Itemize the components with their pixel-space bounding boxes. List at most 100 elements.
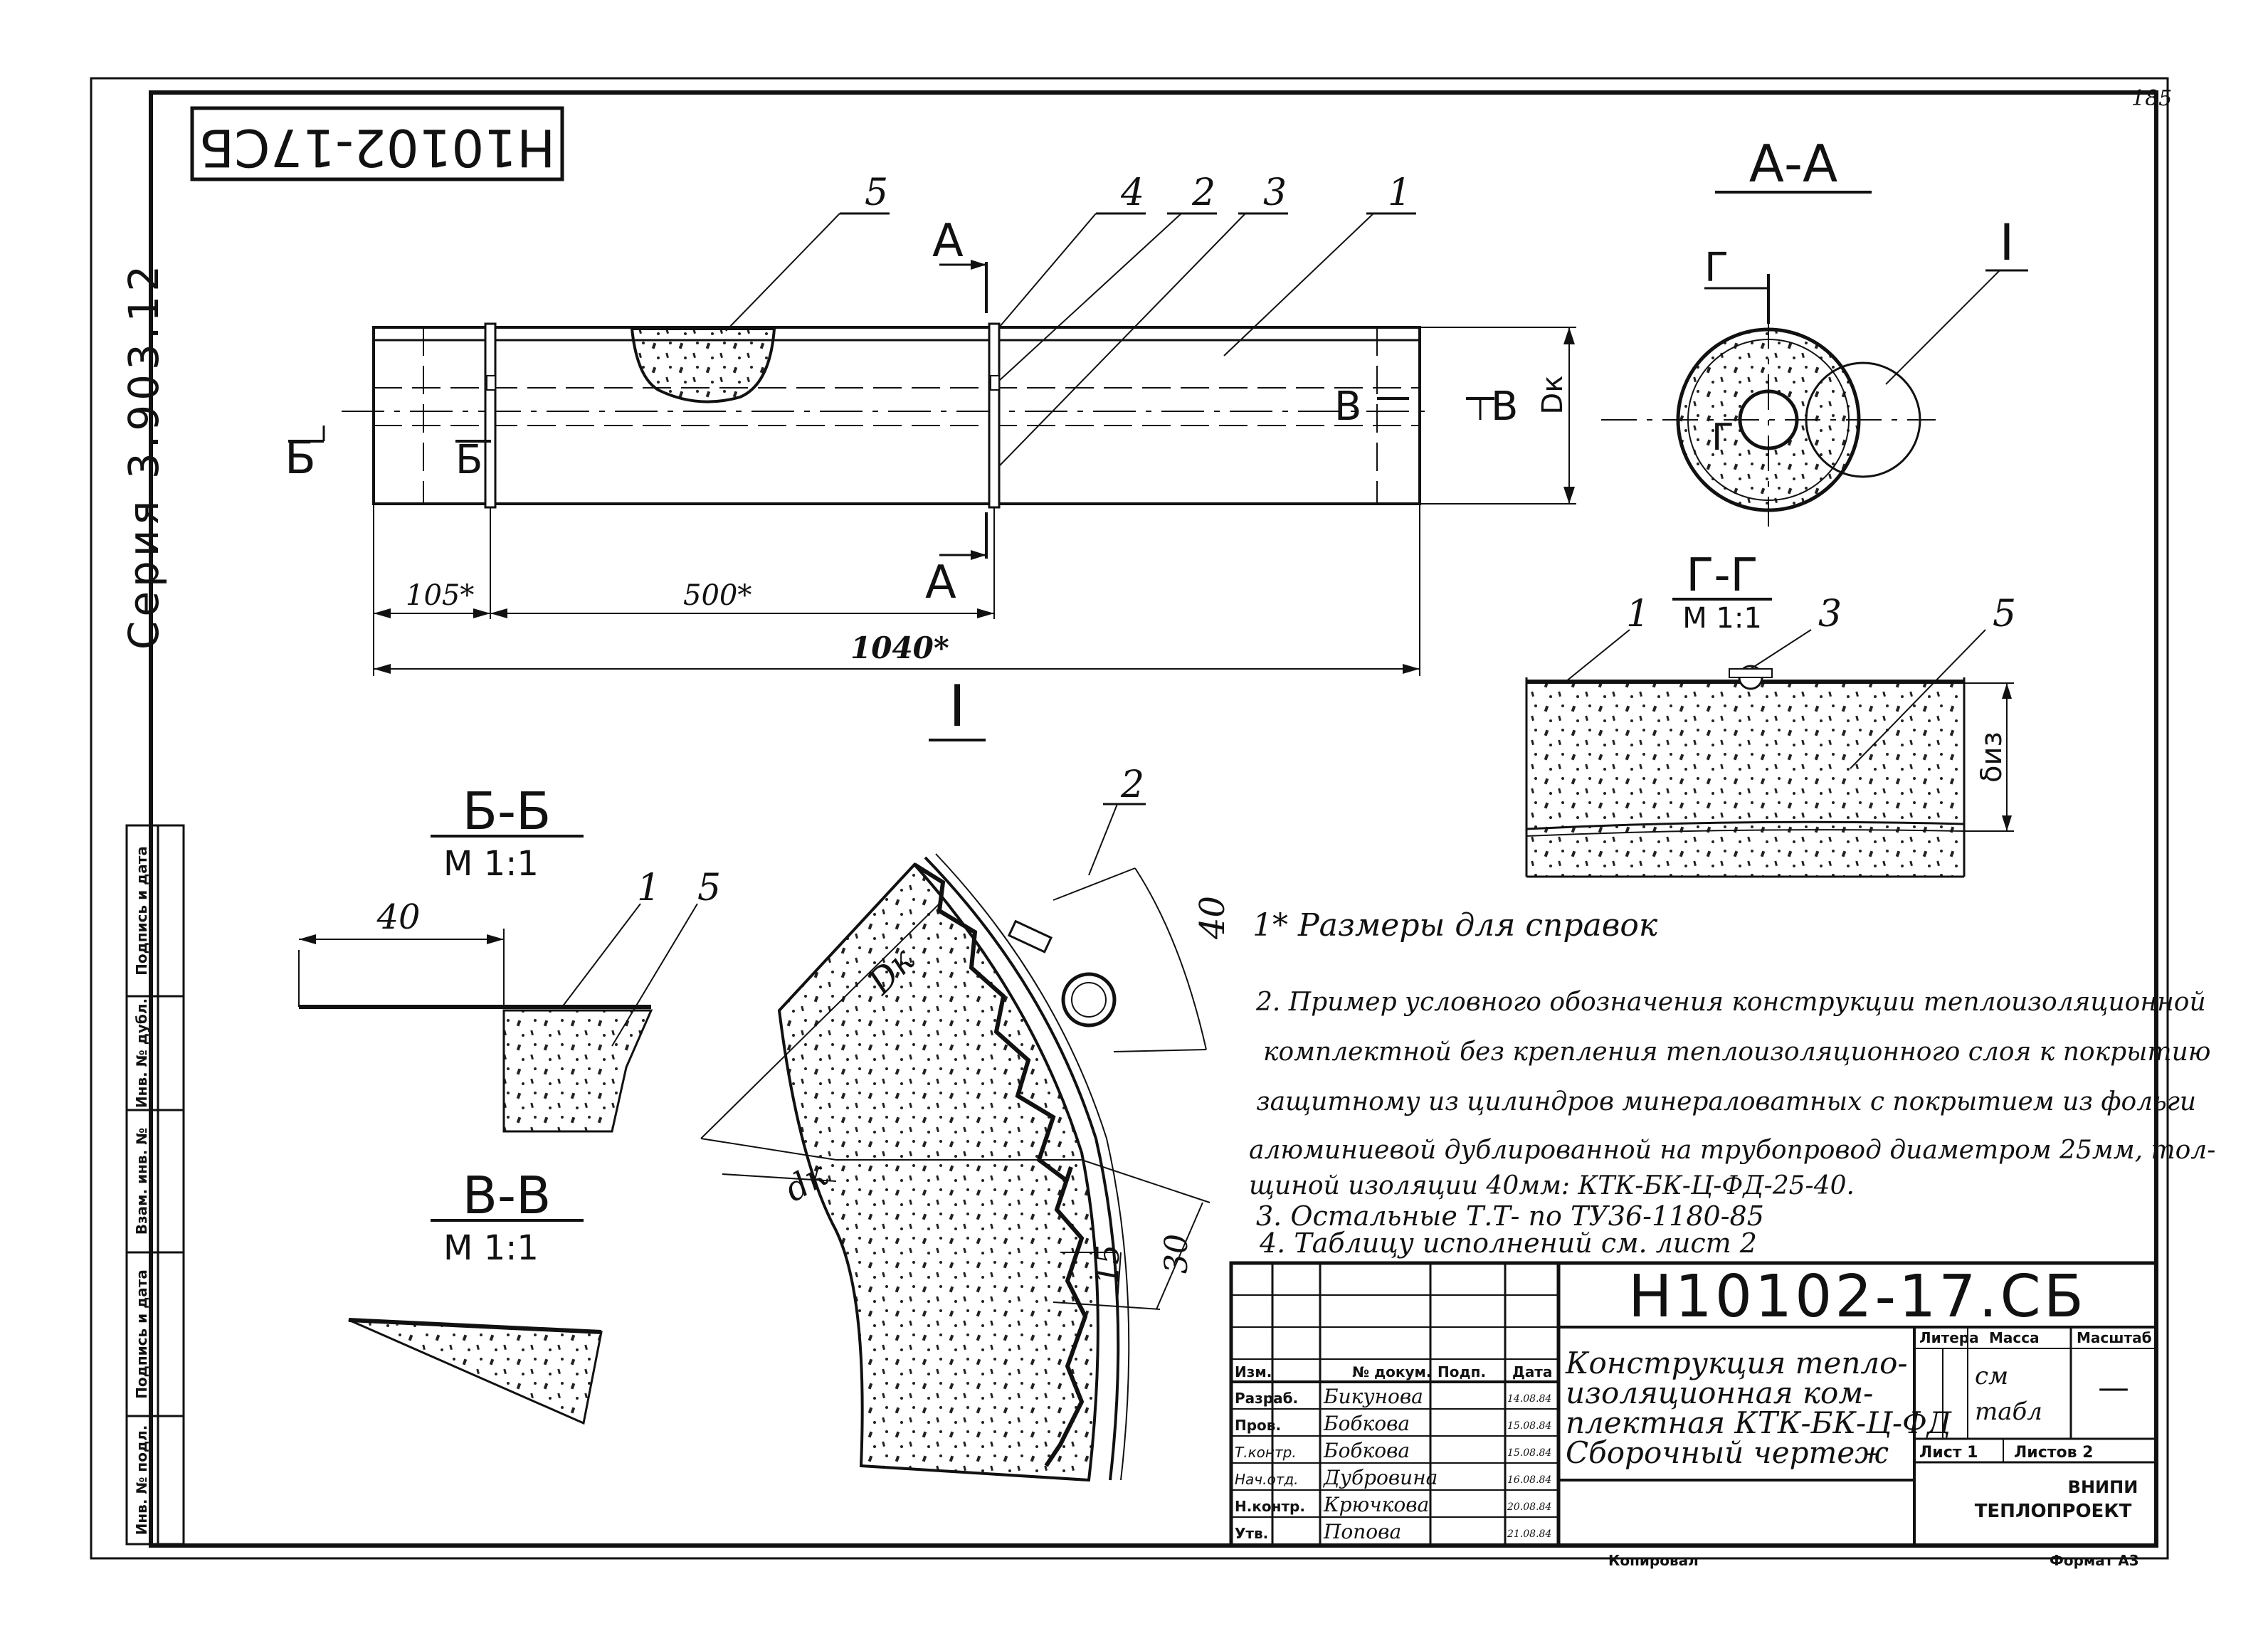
callout-4: 4 <box>1120 171 1144 214</box>
tb-role: Нач.отд. <box>1235 1471 1299 1488</box>
cut-v-left: В <box>1334 384 1361 430</box>
cut-v-right: В <box>1491 384 1518 430</box>
gg-callout-1: 1 <box>1626 593 1650 635</box>
section-bb-title: Б-Б <box>463 781 552 841</box>
cut-a-top: А <box>932 215 964 268</box>
delta-iz-label: δиз <box>1976 731 2008 783</box>
note-4: 4. Таблицу исполнений см. лист 2 <box>1259 1227 1757 1259</box>
tb-name: Попова <box>1323 1520 1401 1543</box>
doc-code-rotated: Н10102-17СБ <box>199 117 555 177</box>
gg-callout-5: 5 <box>1993 593 2016 635</box>
tb-org-l1: ВНИПИ <box>2068 1477 2138 1497</box>
inner-frame <box>149 90 2158 1548</box>
dk-label: Dк <box>1536 376 1569 415</box>
svg-text:№ докум.: № докум. <box>1352 1363 1431 1380</box>
gg-callout-3: 3 <box>1818 593 1842 635</box>
tb-name: Бобкова <box>1323 1439 1410 1462</box>
svg-text:Подп.: Подп. <box>1438 1363 1486 1380</box>
callout-2: 2 <box>1191 171 1215 214</box>
detail-callout-2: 2 <box>1120 764 1144 806</box>
section-aa-title: А-А <box>1749 134 1838 194</box>
svg-text:Изм.: Изм. <box>1235 1363 1272 1380</box>
section-gg: Г-Г М 1:1 δиз 1 3 5 <box>1525 549 2016 878</box>
doc-code-box <box>190 106 564 181</box>
svg-text:Подпись и дата: Подпись и дата <box>133 1269 150 1399</box>
detail-i: Dк dк 2 40 15 30 <box>700 764 1233 1482</box>
callout-3: 3 <box>1263 171 1287 214</box>
tb-date: 16.08.84 <box>1507 1474 1551 1486</box>
cut-g-top: Г <box>1704 245 1729 291</box>
section-bb: Б-Б М 1:1 40 1 5 <box>298 781 721 1133</box>
tb-scale: Масштаб <box>2077 1329 2152 1346</box>
cut-b-right: Б <box>455 437 482 483</box>
svg-text:Дата: Дата <box>1512 1363 1552 1380</box>
title-name-l3: плектная КТК-БК-Ц-ФД <box>1566 1405 1952 1440</box>
tb-name: Бикунова <box>1323 1385 1423 1408</box>
notes: 1* Размеры для справок 2. Пример условно… <box>1249 907 2215 1259</box>
bb-callout-1: 1 <box>637 867 660 909</box>
tb-date: 21.08.84 <box>1507 1528 1551 1540</box>
tb-date: 15.08.84 <box>1507 1420 1551 1432</box>
dim-40: 40 <box>376 897 420 937</box>
svg-text:Инв. № дубл.: Инв. № дубл. <box>133 998 150 1108</box>
tb-scale-val: — <box>2098 1370 2129 1406</box>
dim-1040: 1040* <box>850 630 949 665</box>
tb-sheet: Лист 1 <box>1919 1444 1978 1462</box>
tb-litera: Литера <box>1919 1329 1979 1346</box>
title-block-text: Н10102-17.СБ Конструкция тепло- изоляцио… <box>1235 1263 2152 1569</box>
tb-date: 15.08.84 <box>1507 1447 1551 1459</box>
section-bb-scale: М 1:1 <box>443 844 539 884</box>
tb-date: 20.08.84 <box>1507 1501 1551 1513</box>
note-2-l3: защитному из цилиндров минераловатных с … <box>1256 1087 2196 1116</box>
main-view: Dк 105* 500* 1040* I А А Б Б В В <box>285 171 1576 741</box>
note-2-l4: алюминиевой дублированной на трубопровод… <box>1249 1136 2215 1165</box>
title-name-l2: изоляционная ком- <box>1566 1375 1873 1410</box>
dim-105: 105* <box>406 579 474 612</box>
title-name-l1: Конструкция тепло- <box>1565 1346 1908 1380</box>
tb-mass-l1: см <box>1975 1362 2008 1390</box>
tb-name: Дубровина <box>1322 1466 1438 1489</box>
title-code: Н10102-17.СБ <box>1628 1263 2087 1331</box>
tb-format: Формат А3 <box>2050 1552 2139 1569</box>
cut-a-bottom: А <box>925 556 956 609</box>
tb-role: Пров. <box>1235 1417 1281 1434</box>
title-name-l4: Сборочный чертеж <box>1566 1435 1889 1470</box>
tb-mass: Масса <box>1989 1329 2040 1346</box>
tb-role: Н.контр. <box>1235 1498 1305 1515</box>
svg-text:Инв. № подл.: Инв. № подл. <box>133 1425 150 1536</box>
dim-40-arc: 40 <box>1193 896 1233 940</box>
note-3: 3. Остальные Т.Т- по ТУ36-1180-85 <box>1256 1200 1764 1232</box>
tb-role: Т.контр. <box>1235 1444 1297 1461</box>
section-aa: А-А Г Г I <box>1601 134 2028 527</box>
note-2-l1: 2. Пример условного обозначения конструк… <box>1255 988 2206 1017</box>
dim-30: 30 <box>1159 1234 1195 1274</box>
note-1: 1* Размеры для справок <box>1252 907 1658 944</box>
tb-role: Утв. <box>1235 1525 1268 1542</box>
note-2-l2: комплектной без крепления теплоизоляцион… <box>1263 1037 2210 1067</box>
tb-role: Разраб. <box>1235 1390 1298 1407</box>
title-block <box>1229 1261 2158 1548</box>
view-label-i: I <box>949 673 966 739</box>
tb-mass-l2: табл <box>1975 1398 2042 1426</box>
bb-callout-5: 5 <box>697 867 721 909</box>
svg-text:Подпись и дата: Подпись и дата <box>133 846 150 976</box>
section-vv: В-В М 1:1 <box>348 1166 603 1425</box>
outer-frame <box>90 77 2169 1560</box>
section-vv-title: В-В <box>463 1166 552 1225</box>
page-number: 185 <box>2131 86 2172 111</box>
tb-name: Бобкова <box>1323 1412 1410 1435</box>
series-label: Серия 3.903.12 <box>120 261 168 650</box>
detail-label-i: I <box>2000 213 2015 272</box>
tb-name: Крючкова <box>1323 1493 1429 1516</box>
note-2-l5: щиной изоляции 40мм: КТК-БК-Ц-ФД-25-40. <box>1249 1171 1855 1200</box>
callout-1: 1 <box>1388 171 1411 214</box>
cut-b-left: Б <box>285 432 316 485</box>
tb-sheets: Листов 2 <box>2014 1444 2093 1462</box>
section-vv-scale: М 1:1 <box>443 1228 539 1268</box>
tb-org-l2: ТЕПЛОПРОЕКТ <box>1975 1501 2132 1522</box>
cut-g-inner: Г <box>1711 416 1734 459</box>
dim-15: 15 <box>1090 1245 1127 1284</box>
svg-text:Взам. инв. №: Взам. инв. № <box>133 1128 150 1235</box>
callout-5: 5 <box>865 171 888 214</box>
